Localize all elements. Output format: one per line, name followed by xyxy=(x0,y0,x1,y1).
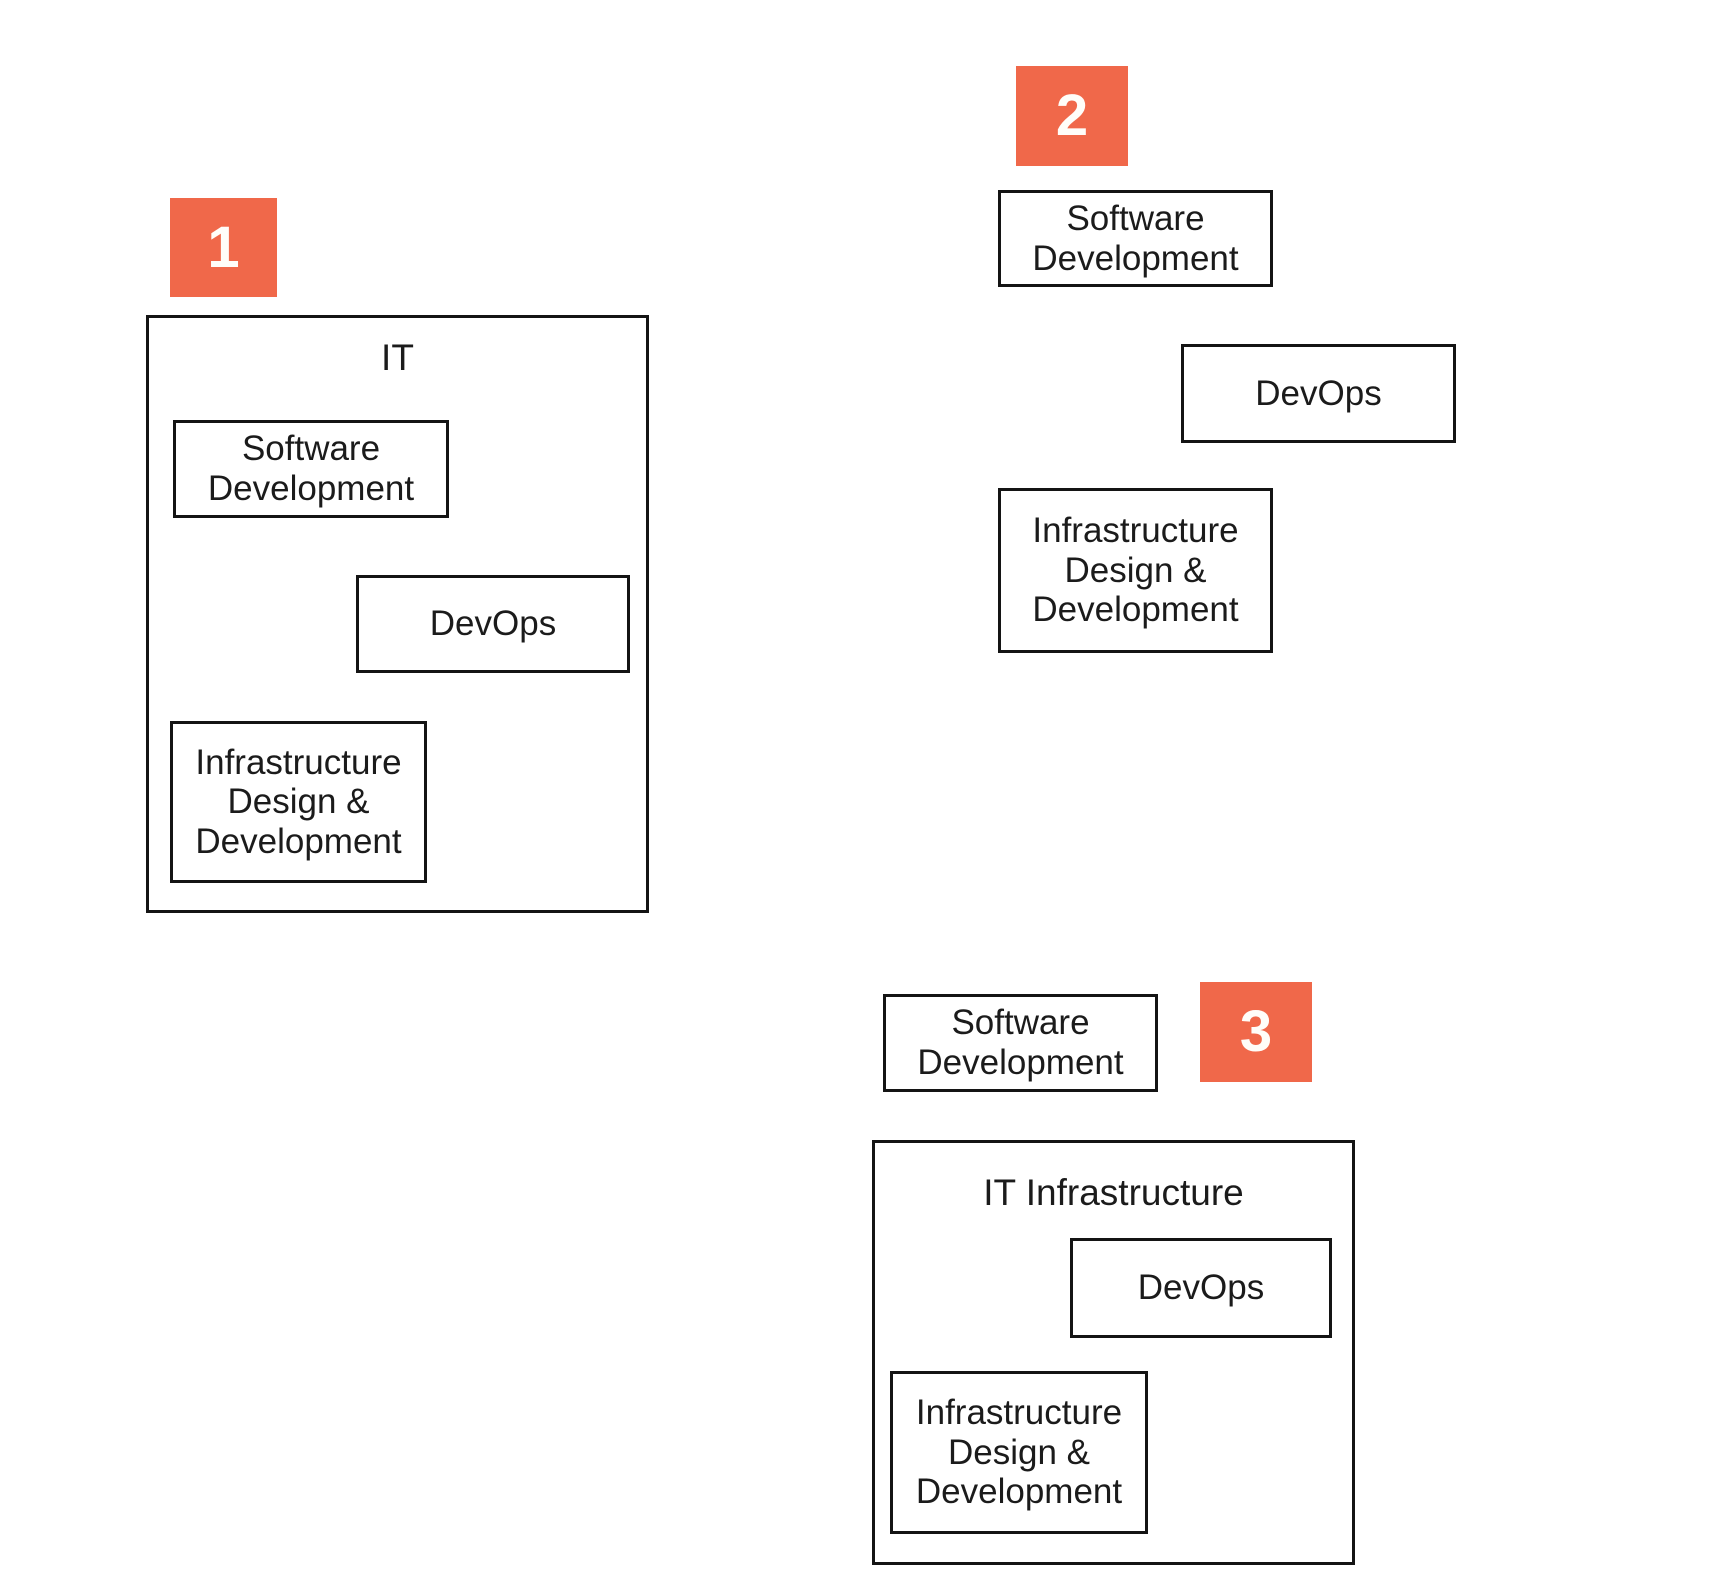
it-group-label: IT xyxy=(381,337,414,378)
devops-box-section1: DevOps xyxy=(356,575,630,673)
software-development-label-section3: Software Development xyxy=(917,1003,1124,1082)
software-development-box-section2: Software Development xyxy=(998,190,1273,287)
devops-label-section2: DevOps xyxy=(1255,373,1382,413)
infrastructure-design-label-section2: Infrastructure Design & Development xyxy=(1032,511,1239,630)
infrastructure-design-box-section2: Infrastructure Design & Development xyxy=(998,488,1273,653)
step-1-badge: 1 xyxy=(170,198,277,297)
it-infrastructure-group-label: IT Infrastructure xyxy=(983,1172,1244,1213)
step-3-number: 3 xyxy=(1239,999,1273,1064)
infrastructure-design-box-section1: Infrastructure Design & Development xyxy=(170,721,427,883)
devops-box-section2: DevOps xyxy=(1181,344,1456,443)
software-development-box-section1: Software Development xyxy=(173,420,449,518)
step-1-number: 1 xyxy=(207,214,240,280)
devops-label-section1: DevOps xyxy=(429,604,557,644)
step-3-badge: 3 xyxy=(1200,982,1312,1082)
step-2-badge: 2 xyxy=(1016,66,1128,166)
step-2-number: 2 xyxy=(1055,83,1089,148)
infrastructure-design-label-section3: Infrastructure Design & Development xyxy=(915,1393,1123,1512)
infrastructure-design-box-section3: Infrastructure Design & Development xyxy=(890,1371,1148,1534)
software-development-label-section1: Software Development xyxy=(207,429,415,508)
devops-label-section3: DevOps xyxy=(1137,1268,1265,1308)
software-development-box-section3: Software Development xyxy=(883,994,1158,1092)
devops-box-section3: DevOps xyxy=(1070,1238,1332,1338)
infrastructure-design-label-section1: Infrastructure Design & Development xyxy=(195,742,402,861)
software-development-label-section2: Software Development xyxy=(1032,198,1239,278)
